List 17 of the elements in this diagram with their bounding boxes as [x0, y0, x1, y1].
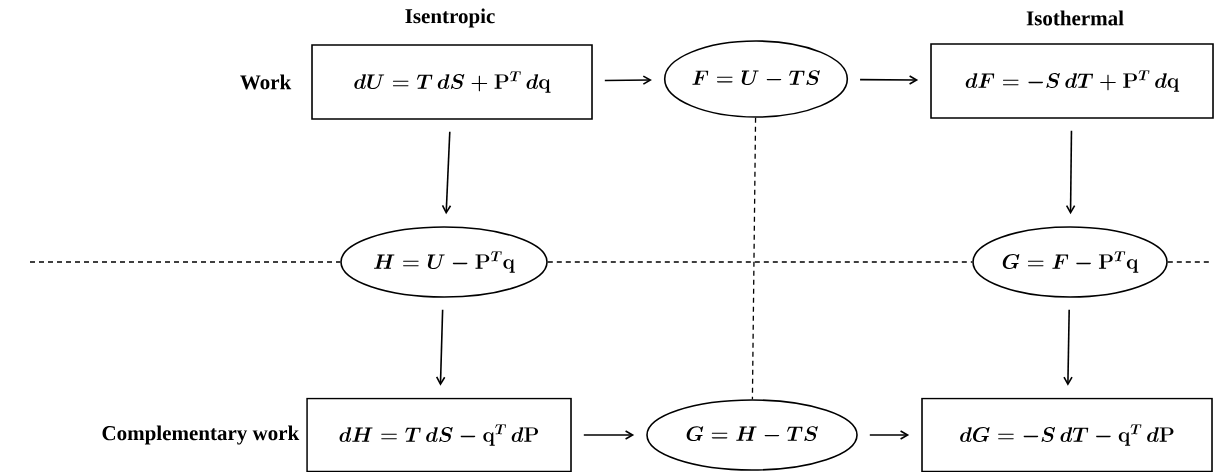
arrow: [441, 131, 452, 215]
arrow: [1063, 309, 1073, 386]
dashed-line: [29, 261, 341, 263]
equation-box: $dG = -S\,dT - \mathbf{q}^T\,d\mathbf{P}$: [921, 397, 1213, 472]
row-label: Work: [240, 74, 292, 90]
arrow: [869, 430, 910, 440]
equation-box: $dU = T\,dS + \mathbf{P}^T\,d\mathbf{q}$: [311, 44, 593, 120]
dashed-line: [751, 117, 757, 400]
arrow: [859, 75, 919, 85]
equation-box: $dH = T\,dS - \mathbf{q}^T\,d\mathbf{P}$: [306, 397, 572, 472]
arrow: [583, 430, 635, 440]
dashed-line: [547, 261, 973, 263]
arrow: [435, 309, 446, 386]
arrow: [1065, 130, 1076, 215]
equation-box: $dF = -S\,dT + \mathbf{P}^T\,d\mathbf{q}$: [930, 43, 1214, 119]
arrow: [604, 75, 652, 85]
row-label: Complementary work: [102, 425, 300, 445]
